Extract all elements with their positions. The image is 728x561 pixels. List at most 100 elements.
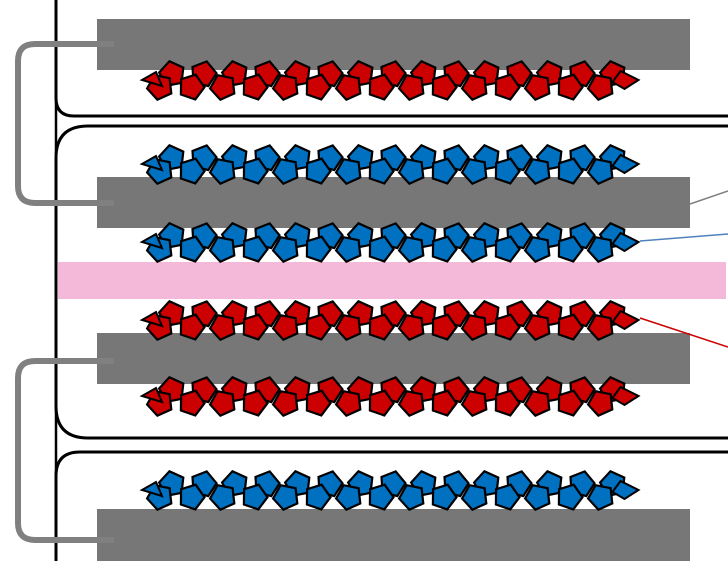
fiber-row-3-blue	[139, 221, 641, 264]
fiber-pentagon	[586, 235, 614, 264]
fiber-pentagon	[494, 483, 521, 511]
leader-blue-fibers	[639, 233, 728, 242]
fiber-pentagon	[305, 389, 332, 417]
fiber-pentagon	[179, 235, 206, 263]
fiber-pentagon	[494, 157, 521, 185]
fiber-pentagon	[242, 483, 269, 511]
fiber-pentagon	[179, 389, 206, 417]
fiber-pentagon	[523, 157, 551, 186]
fiber-pentagon	[242, 157, 269, 185]
enclosure-middle	[54, 124, 728, 440]
fiber-endcap	[139, 310, 164, 328]
fiber-endcap	[611, 309, 641, 331]
fiber-endcap	[611, 231, 641, 253]
fiber-pentagon	[460, 235, 488, 264]
fiber-pentagon	[179, 313, 206, 341]
fiber-pentagon	[586, 483, 614, 512]
fiber-pentagon	[397, 389, 425, 418]
fiber-pentagon	[431, 313, 458, 341]
fiber-pentagon	[208, 235, 236, 264]
fiber-pentagon	[557, 313, 584, 341]
fiber-pentagon	[431, 157, 458, 185]
fiber-endcap	[139, 154, 164, 172]
fiber-pentagon	[242, 73, 269, 101]
fiber-pentagon	[397, 235, 425, 264]
fiber-pentagon	[368, 73, 395, 101]
fiber-pentagon	[334, 73, 362, 102]
leader-plate	[689, 190, 728, 205]
fiber-pentagon	[557, 389, 584, 417]
plate-2	[97, 177, 690, 228]
fiber-pentagon	[179, 483, 206, 511]
fiber-pentagon	[271, 313, 299, 342]
fiber-pentagon	[557, 73, 584, 101]
fiber-endcap	[611, 385, 641, 407]
fiber-pentagon	[494, 73, 521, 101]
fiber-endcap	[611, 69, 641, 91]
fiber-pentagon	[557, 235, 584, 263]
fiber-pentagon	[271, 235, 299, 264]
fiber-pentagon	[242, 235, 269, 263]
plate-3	[97, 333, 690, 384]
fiber-endcap	[611, 479, 641, 501]
fiber-endcap	[139, 70, 164, 88]
fiber-pentagon	[271, 389, 299, 418]
fiber-row-1-red	[139, 59, 641, 102]
fiber-pentagon	[368, 157, 395, 185]
fiber-pentagon	[460, 483, 488, 512]
enclosure-top	[54, 0, 728, 118]
fiber-pentagon	[431, 73, 458, 101]
fiber-pentagon	[242, 389, 269, 417]
fiber-pentagon	[586, 73, 614, 102]
fiber-pentagon	[334, 235, 362, 264]
fiber-pentagon	[397, 483, 425, 512]
fiber-pentagon	[397, 73, 425, 102]
fiber-pentagon	[397, 313, 425, 342]
fiber-row-4-red	[139, 299, 641, 342]
fiber-row-2-blue	[139, 143, 641, 186]
fiber-pentagon	[460, 313, 488, 342]
fiber-pentagon	[460, 73, 488, 102]
fiber-pentagon	[334, 483, 362, 512]
fiber-pentagon	[305, 483, 332, 511]
fiber-pentagon	[494, 313, 521, 341]
fiber-pentagon	[305, 235, 332, 263]
connector-left-lower	[15, 358, 114, 543]
plate-4	[97, 509, 690, 561]
fiber-endcap	[139, 480, 164, 498]
fiber-pentagon	[586, 313, 614, 342]
fiber-endcap	[139, 232, 164, 250]
fiber-pentagon	[368, 313, 395, 341]
fiber-pentagon	[431, 235, 458, 263]
fiber-pentagon	[179, 73, 206, 101]
leader-red-fibers	[639, 317, 728, 348]
fiber-pentagon	[368, 389, 395, 417]
fiber-endcap	[611, 153, 641, 175]
fiber-pentagon	[208, 483, 236, 512]
fiber-pentagon	[242, 313, 269, 341]
fiber-pentagon	[334, 313, 362, 342]
fiber-pentagon	[523, 483, 551, 512]
fiber-pentagon	[586, 389, 614, 418]
fiber-pentagon	[523, 313, 551, 342]
fiber-pentagon	[523, 235, 551, 264]
fiber-pentagon	[208, 389, 236, 418]
fiber-pentagon	[431, 483, 458, 511]
fiber-pentagon	[368, 235, 395, 263]
fiber-pentagon	[557, 483, 584, 511]
fiber-pentagon	[523, 73, 551, 102]
fiber-pentagon	[271, 157, 299, 186]
fiber-pentagon	[305, 73, 332, 101]
fiber-pentagon	[208, 157, 236, 186]
fiber-pentagon	[586, 157, 614, 186]
fiber-pentagon	[460, 157, 488, 186]
fiber-pentagon	[334, 157, 362, 186]
fiber-endcap	[139, 386, 164, 404]
fiber-pentagon	[431, 389, 458, 417]
fiber-row-6-blue	[139, 469, 641, 512]
enclosure-bottom	[54, 450, 728, 561]
fiber-pentagon	[271, 73, 299, 102]
fiber-pentagon	[208, 73, 236, 102]
fiber-row-5-red	[139, 375, 641, 418]
